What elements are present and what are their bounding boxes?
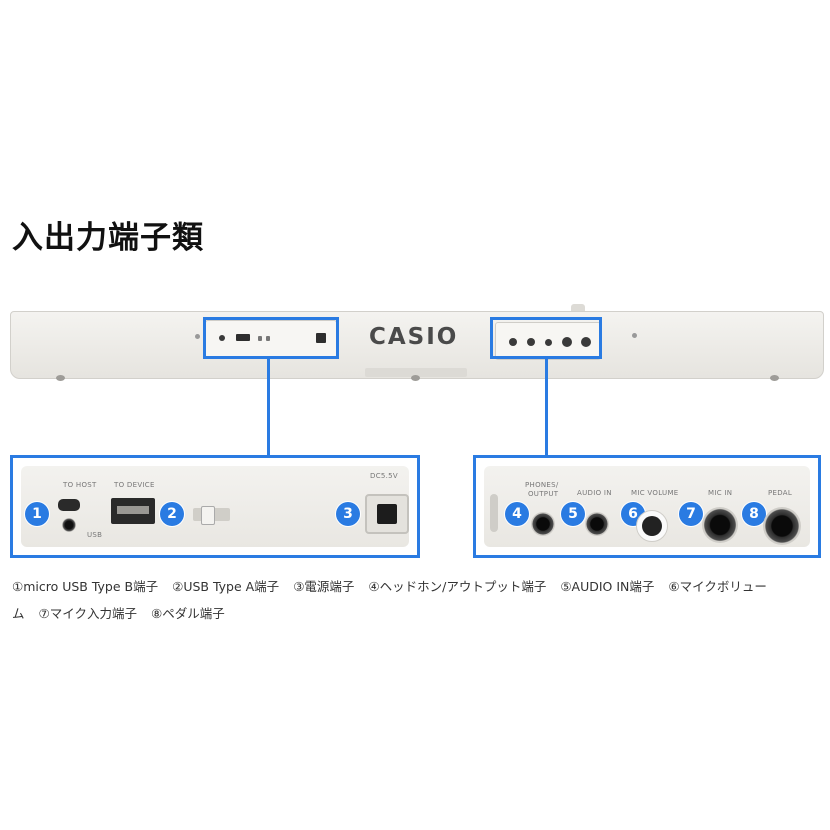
phones-output-jack (531, 512, 555, 536)
panel-rail (490, 494, 498, 532)
usb-label: USB (87, 531, 103, 539)
left-highlight-box (203, 317, 339, 359)
audio-in-jack (585, 512, 609, 536)
to-device-label: TO DEVICE (114, 481, 155, 489)
badge-4: 4 (505, 502, 529, 526)
dc-label: DC5.5V (370, 472, 398, 480)
right-highlight-box (490, 317, 602, 359)
mini-jack (545, 339, 552, 346)
right-connector-line (545, 359, 548, 457)
mini-port (219, 335, 225, 341)
mic-volume-knob (636, 510, 668, 542)
badge-5: 5 (561, 502, 585, 526)
to-host-label: TO HOST (63, 481, 97, 489)
mic-in-jack (702, 507, 738, 543)
phones-output-label-line1: PHONES/ (525, 481, 559, 489)
badge-3: 3 (336, 502, 360, 526)
caption-item: ①micro USB Type B端子 (12, 579, 159, 594)
section-heading: 入出力端子類 (12, 220, 204, 256)
keyboard-lip (365, 368, 467, 377)
caption-item: ⑦マイク入力端子 (38, 606, 137, 621)
mic-volume-label: MIC VOLUME (631, 489, 679, 497)
screw (195, 334, 200, 339)
caption-item: ⑥マイクボリュー (668, 579, 767, 594)
micro-usb-port (58, 499, 80, 511)
caption-item: ⑧ペダル端子 (150, 606, 225, 621)
caption-line-1: ①micro USB Type B端子 ②USB Type A端子 ③電源端子 ④ヘッ… (12, 576, 824, 595)
mini-port (266, 336, 270, 341)
caption-line-2: ム ⑦マイク入力端子 ⑧ペダル端子 (12, 603, 824, 622)
left-connector-line (267, 359, 270, 457)
caption-item: ②USB Type A端子 (172, 579, 280, 594)
pedal-jack (763, 507, 801, 545)
badge-2: 2 (160, 502, 184, 526)
badge-1: 1 (25, 502, 49, 526)
badge-8: 8 (742, 502, 766, 526)
mini-port (316, 333, 326, 343)
keyboard-foot (56, 375, 65, 381)
brand-logo: CASIO (369, 324, 459, 350)
mini-jack (509, 338, 517, 346)
mini-jack (527, 338, 535, 346)
small-jack (62, 518, 76, 532)
caption-item: ③電源端子 (293, 579, 355, 594)
caption-item: ④ヘッドホン/アウトプット端子 (368, 579, 547, 594)
dc-power-port (365, 494, 409, 534)
keyboard-top-knob (571, 304, 585, 313)
caption-item: ム (12, 606, 25, 621)
pedal-label: PEDAL (768, 489, 793, 497)
audio-in-label: AUDIO IN (577, 489, 612, 497)
mini-port (258, 336, 262, 341)
usb-a-port (111, 498, 155, 524)
power-switch (193, 506, 230, 525)
mini-jack (562, 337, 572, 347)
keyboard-foot (770, 375, 779, 381)
phones-output-label-line2: OUTPUT (528, 490, 559, 498)
screw (632, 333, 637, 338)
mic-in-label: MIC IN (708, 489, 733, 497)
left-detail-panel: TO HOST TO DEVICE USB DC5.5V 1 2 3 (10, 455, 420, 558)
right-detail-panel: PHONES/ OUTPUT AUDIO IN MIC VOLUME MIC I… (473, 455, 821, 558)
mini-port (236, 334, 250, 341)
caption-item: ⑤AUDIO IN端子 (560, 579, 655, 594)
badge-7: 7 (679, 502, 703, 526)
mini-jack (581, 337, 591, 347)
keyboard-foot (411, 375, 420, 381)
